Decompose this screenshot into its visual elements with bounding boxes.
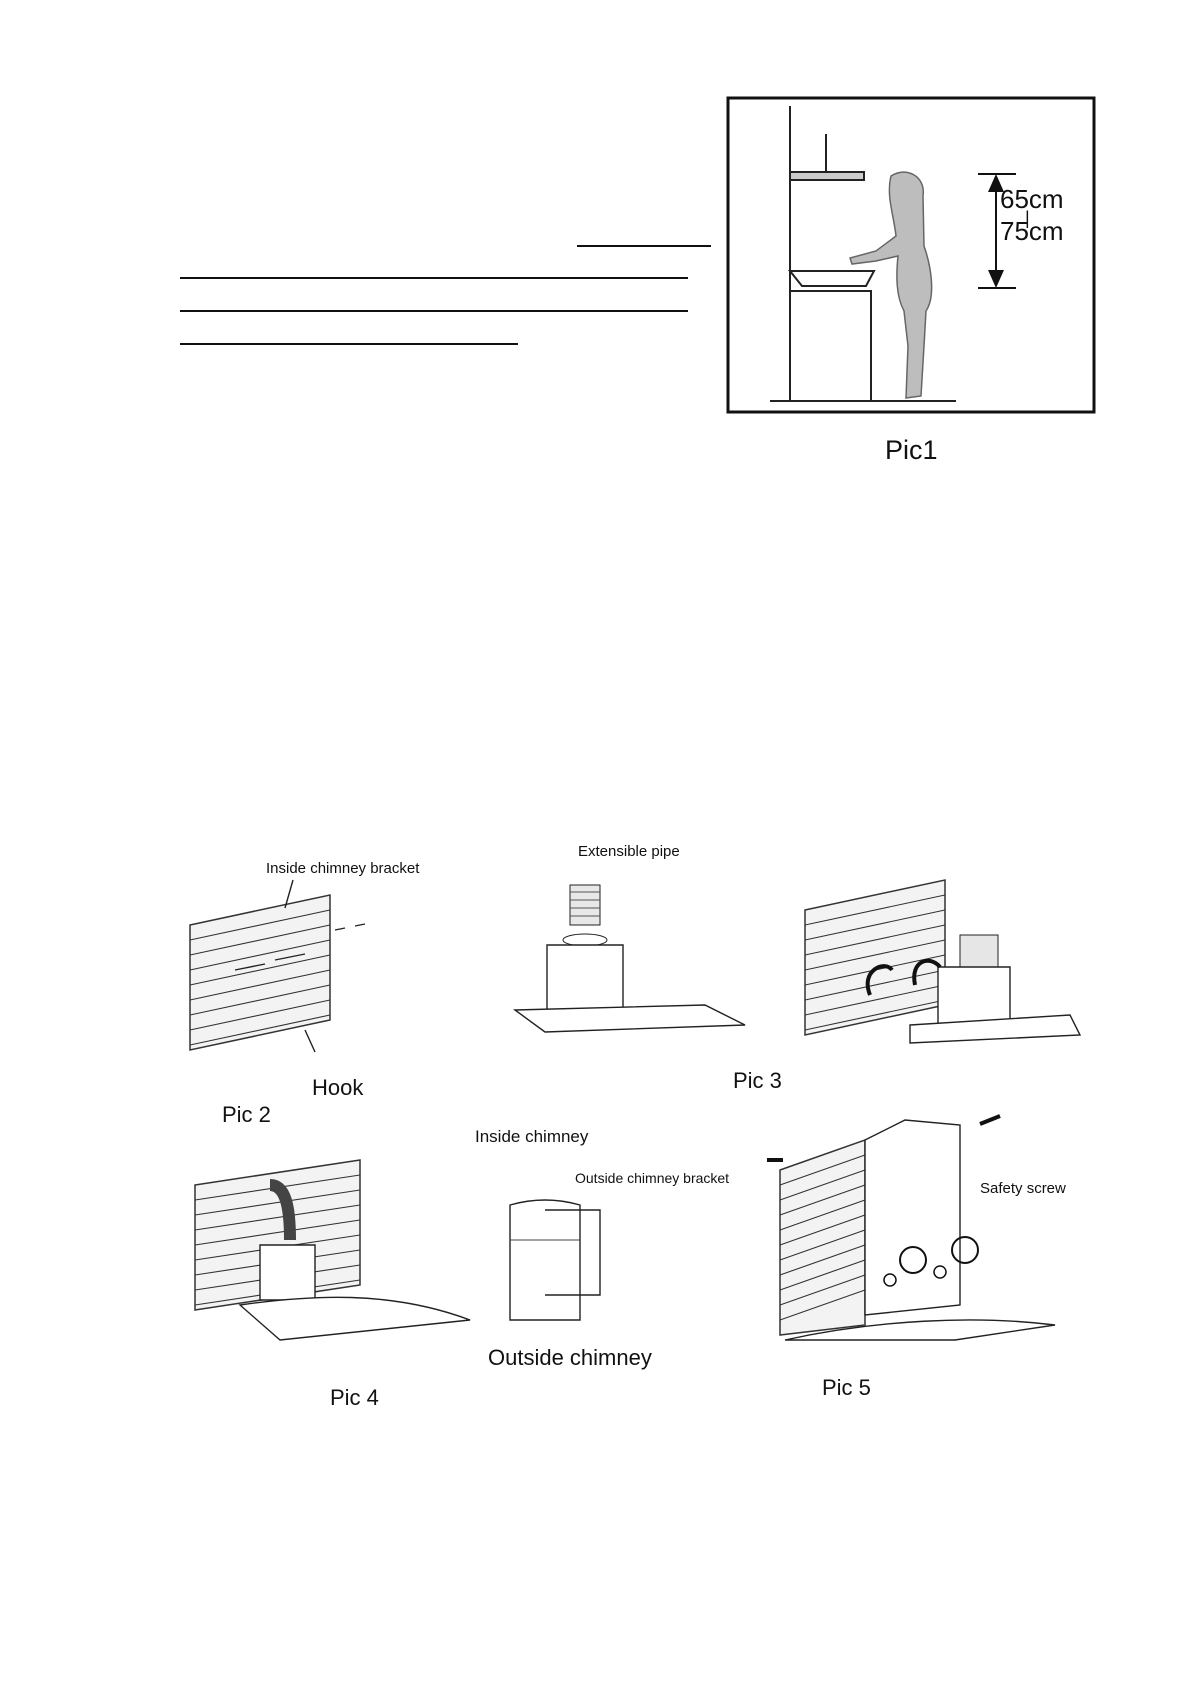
label-pic4: Pic 4 [330,1385,379,1410]
pic1-dim-top: 65cm [1000,184,1064,214]
label-pic3: Pic 3 [733,1068,782,1093]
label-pic2: Pic 2 [222,1102,271,1127]
label-inside-chimney-bracket: Inside chimney bracket [266,860,420,877]
pic1-caption: Pic1 [885,435,938,465]
label-hook: Hook [312,1075,364,1100]
blank-underline-1 [577,245,711,247]
pic1-dim-bottom: 75cm [1000,216,1064,246]
blank-underline-4 [180,343,518,345]
label-inside-chimney: Inside chimney [475,1127,589,1146]
label-safety-screw: Safety screw [980,1180,1066,1197]
pic1-illustration [726,96,1096,414]
label-outside-chimney-bracket: Outside chimney bracket [575,1170,730,1186]
chimney-parts [509,1199,601,1321]
pic1-dim-sep: | [1025,208,1030,228]
pic3-hood-pipe [512,884,746,1033]
label-outside-chimney: Outside chimney [488,1345,652,1370]
pic4-illustration [194,1159,471,1341]
pic3-illustration [804,879,1082,1044]
blank-underline-3 [180,310,688,312]
label-extensible-pipe: Extensible pipe [578,843,680,860]
label-pic5: Pic 5 [822,1375,871,1400]
pic5-illustration [767,1114,1056,1341]
blank-underline-2 [180,277,688,279]
pic2-illustration [189,879,366,1053]
